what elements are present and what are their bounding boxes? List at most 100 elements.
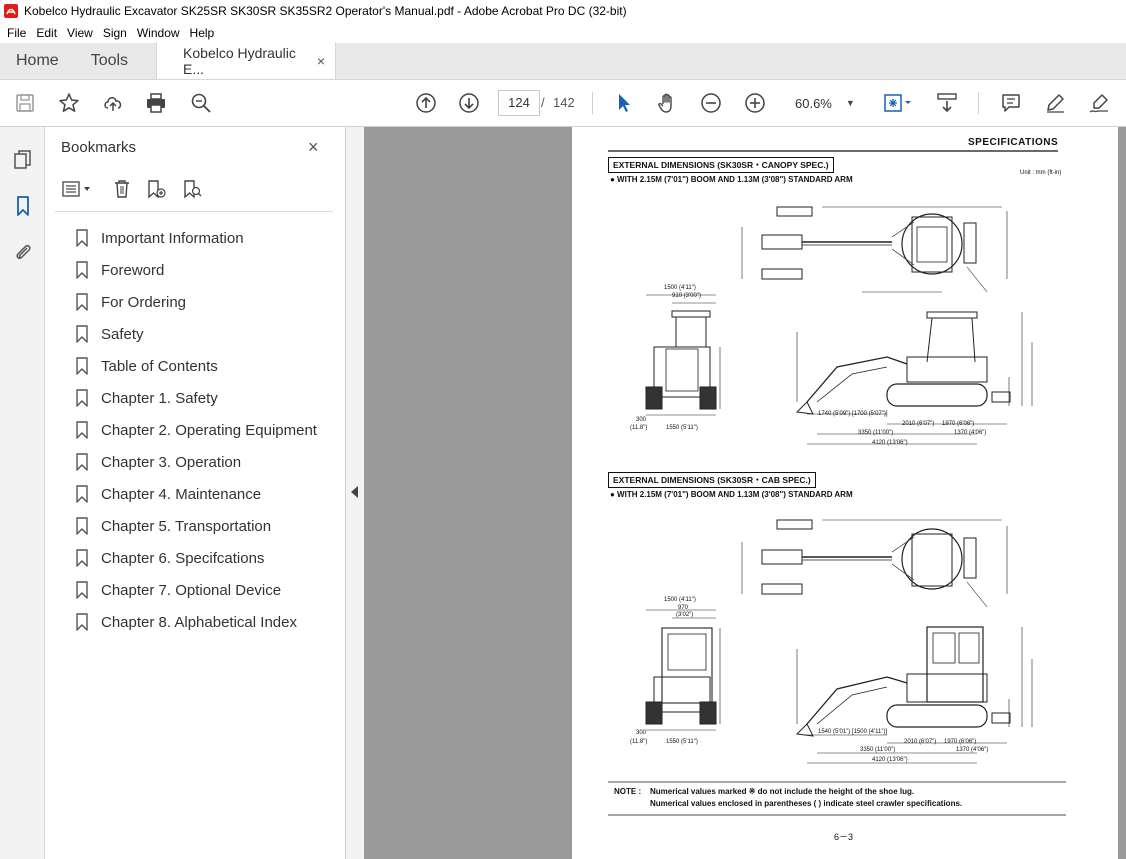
bookmark-search-icon[interactable] [180,177,204,201]
menu-edit[interactable]: Edit [36,25,58,40]
tab-bar: Home Tools Kobelco Hydraulic E... × [0,42,1126,80]
tab-home[interactable]: Home [16,51,59,69]
scroll-mode-icon[interactable] [934,90,960,116]
page-separator: / [541,95,545,110]
bookmark-label: Chapter 2. Operating Equipment [101,421,317,439]
menu-bar: File Edit View Sign Window Help [0,22,1126,43]
section-subtitle-canopy: ● WITH 2.15M (7'01") BOOM AND 1.13M (3'0… [610,175,853,184]
menu-file[interactable]: File [7,25,27,40]
dim-label: 1370 (4'06") [956,747,989,753]
menu-window[interactable]: Window [136,25,180,40]
bookmark-item[interactable]: Chapter 7. Optional Device [75,574,335,606]
section-title-canopy: EXTERNAL DIMENSIONS (SK30SR・CANOPY SPEC.… [608,157,834,173]
bookmark-item[interactable]: Chapter 2. Operating Equipment [75,414,335,446]
page-total: 142 [553,95,575,110]
fit-page-icon[interactable] [880,90,914,116]
tab-tools[interactable]: Tools [90,51,129,69]
bookmark-label: Chapter 1. Safety [101,389,218,407]
bookmarks-divider [55,211,333,212]
menu-view[interactable]: View [67,25,93,40]
zoom-search-icon[interactable] [188,90,214,116]
close-icon[interactable]: × [308,137,319,157]
bookmark-icon [76,549,88,567]
attachment-icon[interactable] [10,239,36,265]
bookmark-item[interactable]: Table of Contents [75,350,335,382]
tab-document[interactable]: Kobelco Hydraulic E... × [156,42,337,79]
comment-icon[interactable] [998,90,1024,116]
collapse-arrow-icon[interactable] [351,486,358,498]
acrobat-icon [4,4,18,18]
bookmark-item[interactable]: Safety [75,318,335,350]
page-number-input[interactable]: 124 [498,90,540,116]
bookmarks-panel-icon[interactable] [10,193,36,219]
bookmark-item[interactable]: For Ordering [75,286,335,318]
bookmark-icon [76,517,88,535]
dim-label: 1370 (4'06") [954,430,987,436]
dim-label: 2010 (6'07") [904,739,937,745]
dim-label: 1540 (5'01") [1500 (4'11")] [818,729,888,735]
bookmark-item[interactable]: Chapter 6. Specifcations [75,542,335,574]
top-view-drawing-cab [741,519,1008,608]
bookmark-icon [76,325,88,343]
page-header: SPECIFICATIONS [968,137,1059,148]
bookmark-star-icon[interactable] [56,90,82,116]
upload-icon[interactable] [100,90,126,116]
bookmarks-title: Bookmarks [61,139,137,156]
bookmark-label: Chapter 6. Specifcations [101,549,265,567]
dim-label: 1970 (6'06") [942,421,975,427]
bookmark-icon [76,453,88,471]
bookmark-label: Safety [101,325,144,343]
save-icon[interactable] [12,90,38,116]
menu-sign[interactable]: Sign [102,25,127,40]
bookmark-item[interactable]: Chapter 4. Maintenance [75,478,335,510]
bookmark-item[interactable]: Important Information [75,222,335,254]
bookmark-icon [76,485,88,503]
highlight-pen-icon[interactable] [1042,90,1068,116]
bookmark-item[interactable]: Chapter 8. Alphabetical Index [75,606,335,638]
dim-label: 300 [636,417,647,423]
dim-label: 1500 (4'11") [664,285,696,291]
tab-close-icon[interactable]: × [316,52,326,69]
hand-icon[interactable] [654,90,680,116]
toolbar-divider [978,92,979,114]
bookmark-icon [76,229,88,247]
select-arrow-icon[interactable] [611,90,637,116]
note-line-2: Numerical values enclosed in parentheses… [650,799,963,808]
bookmark-item[interactable]: Chapter 5. Transportation [75,510,335,542]
bookmark-item[interactable]: Foreword [75,254,335,286]
print-icon[interactable] [143,90,169,116]
title-bar: Kobelco Hydraulic Excavator SK25SR SK30S… [0,0,1126,22]
dim-label: 970 [678,605,689,611]
page-number: 6－3 [834,832,854,842]
bookmarks-list: Important Information Foreword For Order… [75,222,335,638]
bookmark-label: Table of Contents [101,357,218,375]
page-down-icon[interactable] [456,90,482,116]
delete-icon[interactable] [110,177,134,201]
new-bookmark-icon[interactable] [144,177,168,201]
document-viewport[interactable]: SPECIFICATIONS EXTERNAL DIMENSIONS (SK30… [364,127,1126,859]
zoom-level: 60.6% [795,95,832,111]
menu-help[interactable]: Help [189,25,215,40]
dim-label: 300 [636,730,647,736]
options-menu-icon[interactable] [59,177,97,201]
bookmark-icon [76,293,88,311]
sign-icon[interactable] [1086,90,1112,116]
dim-label: (11.8") [630,739,648,745]
zoom-out-icon[interactable] [698,90,724,116]
dim-label: 3350 (11'00") [858,430,894,436]
dim-label: 1550 (5'11") [666,739,698,745]
section-subtitle-cab: ● WITH 2.15M (7'01") BOOM AND 1.13M (3'0… [610,490,853,499]
page-up-icon[interactable] [413,90,439,116]
bookmark-item[interactable]: Chapter 1. Safety [75,382,335,414]
zoom-level-select[interactable]: 60.6% ▼ [788,90,858,116]
zoom-in-icon[interactable] [742,90,768,116]
pages-icon[interactable] [10,147,36,173]
bookmark-label: Chapter 4. Maintenance [101,485,262,503]
side-view-drawing-cab [795,626,1033,764]
dim-label: (11.8") [630,425,648,431]
bookmark-item[interactable]: Chapter 3. Operation [75,446,335,478]
section-title-cab: EXTERNAL DIMENSIONS (SK30SR・CAB SPEC.) [608,472,816,488]
pdf-page: SPECIFICATIONS EXTERNAL DIMENSIONS (SK30… [572,127,1118,859]
top-view-drawing-canopy [741,206,1008,293]
bookmark-icon [76,357,88,375]
